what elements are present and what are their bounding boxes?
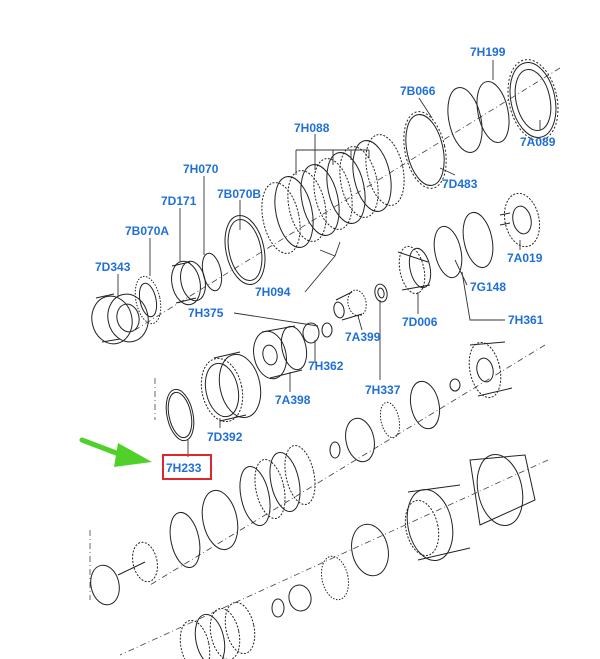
label-7H094[interactable]: 7H094 — [255, 285, 291, 299]
label-7D171[interactable]: 7D171 — [161, 194, 197, 208]
label-7B066[interactable]: 7B066 — [400, 84, 436, 98]
label-7A398[interactable]: 7A398 — [275, 393, 311, 407]
part-7A089-ring-gear — [507, 59, 559, 141]
highlight-box — [162, 454, 212, 480]
part-labels: 7H199 7B066 7A089 7H088 7D483 7H070 7D17… — [95, 45, 556, 475]
label-7B070A[interactable]: 7B070A — [125, 224, 169, 238]
part-7H088-clutch-pack — [261, 134, 405, 254]
label-7A399[interactable]: 7A399 — [345, 330, 381, 344]
label-7H070[interactable]: 7H070 — [183, 162, 219, 176]
label-7D343[interactable]: 7D343 — [95, 260, 131, 274]
part-7B070B-plate — [224, 215, 266, 285]
label-7H375[interactable]: 7H375 — [188, 306, 224, 320]
label-7H337[interactable]: 7H337 — [365, 383, 401, 397]
part-7H337-washer — [374, 283, 388, 303]
part-7G148-ring — [462, 211, 494, 269]
label-7A089[interactable]: 7A089 — [520, 135, 556, 149]
part-7D343-bushing — [91, 293, 149, 345]
part-7H233-snap-ring — [165, 388, 195, 442]
label-7H233[interactable]: 7H233 — [166, 461, 202, 475]
part-7D006-carrier — [397, 245, 432, 295]
label-7D483[interactable]: 7D483 — [442, 177, 478, 191]
label-7B070B[interactable]: 7B070B — [217, 187, 261, 201]
leader-lines — [117, 60, 541, 457]
label-7A019[interactable]: 7A019 — [507, 251, 543, 265]
part-7A399-shaft — [333, 289, 367, 321]
label-7H361[interactable]: 7H361 — [508, 313, 544, 327]
part-7H361-ring — [433, 225, 463, 279]
label-7D392[interactable]: 7D392 — [207, 430, 243, 444]
label-7H362[interactable]: 7H362 — [308, 359, 344, 373]
part-7B066-ring — [447, 87, 483, 153]
right-arrow-icon — [79, 437, 152, 467]
part-7A398-carrier — [253, 325, 308, 380]
label-7H088[interactable]: 7H088 — [294, 121, 330, 135]
part-7D483-plate — [403, 111, 447, 189]
part-7D392-drum — [200, 351, 262, 423]
part-7H362-washer — [302, 322, 333, 344]
label-7G148[interactable]: 7G148 — [470, 280, 506, 294]
lower-assembly-parts — [90, 341, 536, 659]
label-7D006[interactable]: 7D006 — [402, 315, 438, 329]
label-7H199[interactable]: 7H199 — [470, 45, 506, 59]
part-7H199-snap-ring — [476, 81, 510, 143]
part-7D171-bearing-race — [171, 260, 206, 306]
part-7A019-sun-gear — [499, 192, 541, 248]
part-7B070A-bearing — [134, 275, 162, 325]
